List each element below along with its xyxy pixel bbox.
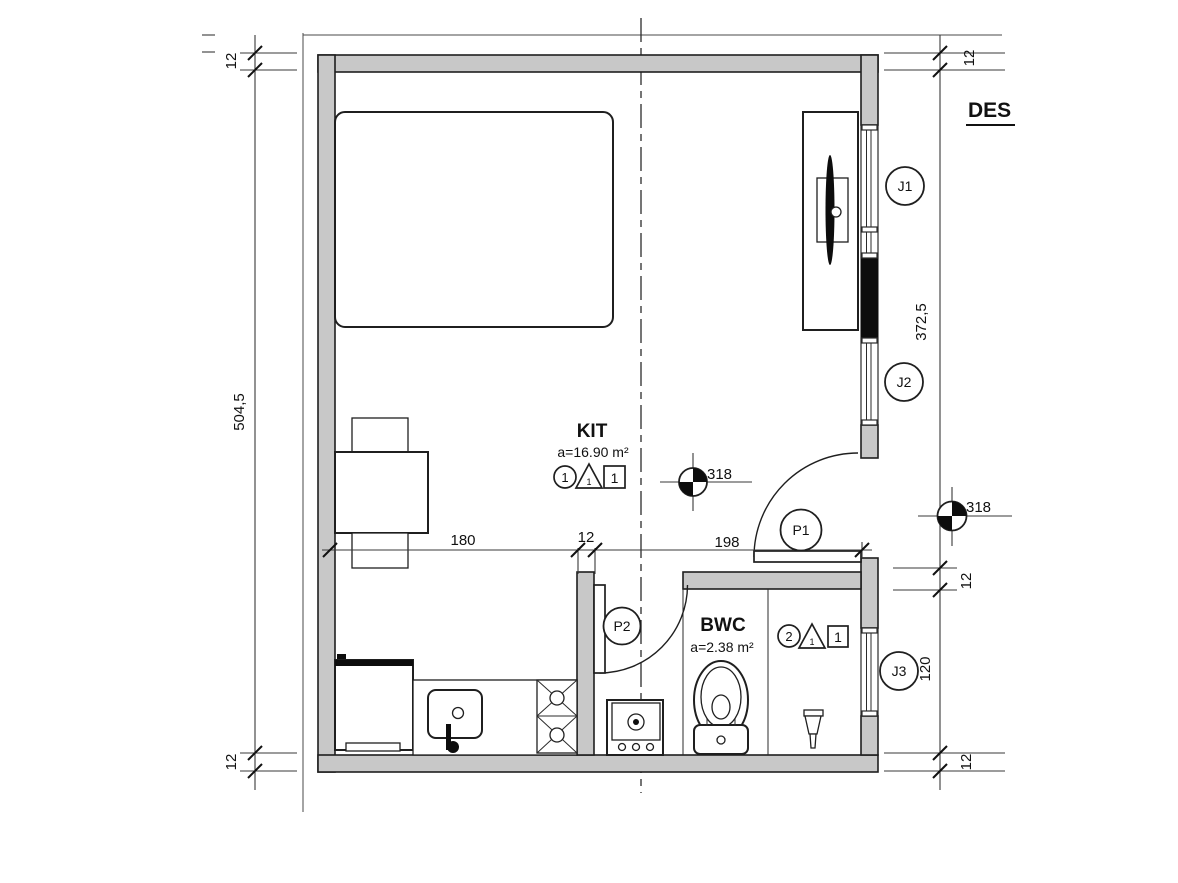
dim-right-top: 12 [961,50,978,67]
section-marker-label: 318 [966,499,991,516]
table [334,451,429,534]
bwc-circle-badge: 2 [785,629,792,644]
window-tag-j2: J2 [897,374,912,390]
toilet [693,660,749,755]
sink-drain [451,706,465,720]
room-label-kit: KIT a=16.90 m² 1 1 1 [553,421,629,489]
sink [427,689,483,753]
reference-lines [254,18,1002,812]
window-j2 [860,337,879,426]
dim-inner-wall: 12 [578,529,595,546]
bwc-triangle-badge: 1 [809,637,814,647]
room-label-bwc: BWC a=2.38 m² 2 1 1 [690,615,849,655]
kit-triangle-badge: 1 [586,477,591,487]
washer-knob [631,742,641,752]
dining-set [334,417,429,569]
kit-square-badge: 1 [611,470,619,486]
opening-tags: J1 J2 J3 P1 P2 [602,166,925,691]
sheet-title-text: DES [968,99,1011,122]
section-marker-label: 318 [707,466,732,483]
dim-left-bottom: 12 [223,754,240,771]
wall-bwc-top [682,571,862,590]
dim-left-top: 12 [223,53,240,70]
kit-circle-badge: 1 [561,470,568,485]
washer-knob [645,742,655,752]
wall-interior-vertical [576,571,595,756]
window-j1 [860,124,879,259]
dim-right-bottom: 12 [958,754,975,771]
kitchen-counter [412,679,578,756]
washing-machine [606,699,664,756]
washer-knob [617,742,627,752]
tv-mount [830,206,842,218]
room-area: a=2.38 m² [690,639,754,655]
tv-screen [825,155,835,265]
window-tag-j3: J3 [892,663,907,679]
wall-right-lower [860,557,879,629]
dim-hall-width: 198 [714,534,739,551]
wall-right-upper [860,54,879,126]
dim-left-height: 504,5 [231,393,248,431]
dim-right-upper: 372,5 [913,303,930,341]
window-j3 [860,627,879,717]
bed [334,111,614,328]
windows [860,124,879,717]
dimension-marks [202,34,1005,779]
door-tag-p2: P2 [613,618,630,634]
shower-valve [803,709,824,749]
wall-right-mid [860,424,879,459]
door-p1 [753,452,862,563]
door-tag-p1: P1 [792,522,809,538]
flush-button [716,735,726,745]
chair-top [351,417,409,453]
furniture [334,111,859,756]
dim-kit-width: 180 [450,532,475,549]
burner-bottom [549,727,565,743]
fridge-handle [337,654,346,659]
bwc-square-badge: 1 [834,629,842,645]
room-area: a=16.90 m² [557,444,629,460]
fridge [334,654,414,752]
section-marker-side: 318 [918,487,1012,546]
burner-top [549,690,565,706]
wall-bottom [317,754,879,773]
window-tag-j1: J1 [898,178,913,194]
dim-right-bwc: 120 [917,656,934,681]
wall-top [317,54,879,73]
walls [317,54,879,773]
wall-left [317,54,336,773]
faucet [446,724,451,750]
wall-right-column [860,257,879,339]
dimension-labels: 12 504,5 12 12 372,5 12 120 12 180 12 19… [223,50,978,771]
section-marker-kit: 318 [660,453,752,511]
wall-right-bottom [860,715,879,756]
room-name: BWC [700,615,746,636]
sheet-title: DES [966,99,1015,126]
stove [536,679,578,754]
dim-right-mid: 12 [958,573,975,590]
room-name: KIT [577,421,608,442]
tv-cabinet [802,111,859,331]
